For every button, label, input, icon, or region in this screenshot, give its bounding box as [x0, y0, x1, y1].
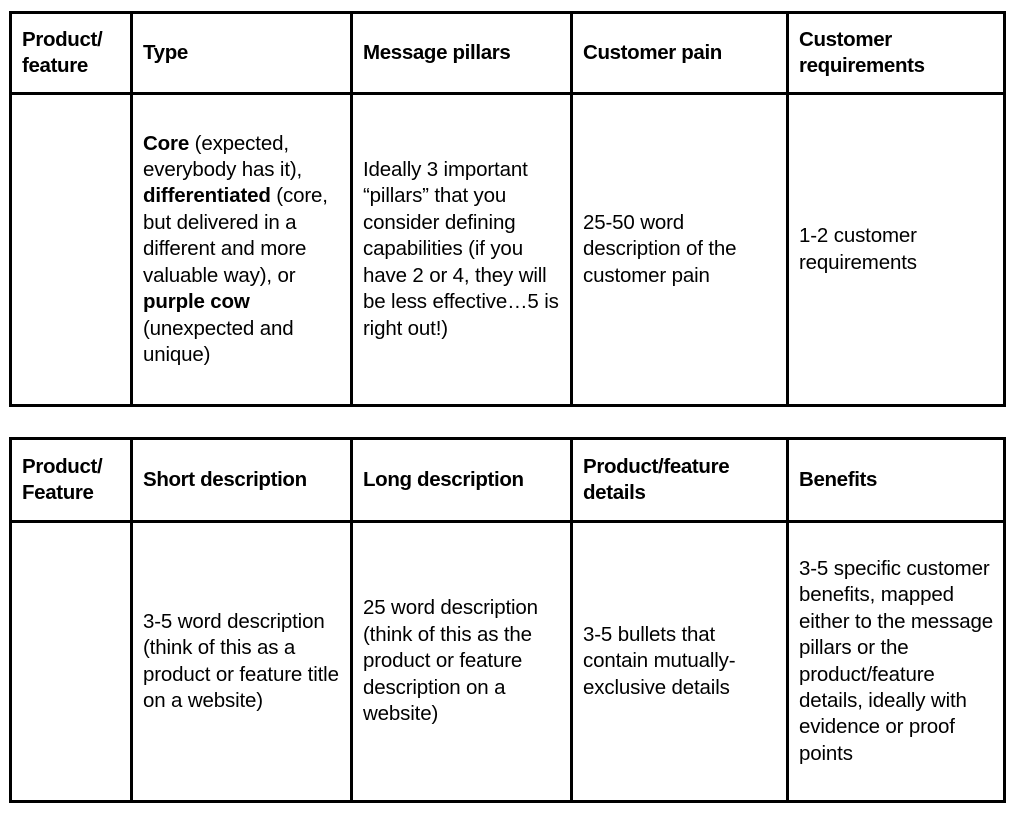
header-label: Short description: [143, 467, 307, 491]
header-line-2: feature: [22, 54, 88, 77]
cell-value: 25 word description (think of this as th…: [363, 596, 538, 726]
column-header-message-pillars: Message pillars: [350, 11, 573, 95]
cell-short-description[interactable]: 3-5 word description (think of this as a…: [130, 520, 353, 803]
type-text-3: (unexpected and unique): [143, 316, 294, 367]
header-label: Message pillars: [363, 40, 511, 64]
cell-value: 3-5 bullets that contain mutually-exclus…: [583, 622, 736, 699]
cell-value: 3-5 specific customer benefits, mapped e…: [799, 556, 993, 765]
table-row: 3-5 word description (think of this as a…: [9, 520, 1006, 803]
column-header-product-feature-details: Product/feature details: [570, 437, 789, 523]
column-header-product-feature: Product/ feature: [9, 11, 133, 95]
cell-value: 1-2 customer requirements: [799, 224, 917, 274]
cell-product-feature[interactable]: [9, 92, 133, 407]
cell-value: 25-50 word description of the customer p…: [583, 210, 737, 287]
header-line-1: Customer: [799, 27, 892, 51]
column-header-customer-pain: Customer pain: [570, 11, 789, 95]
header-line-1: Product/: [22, 27, 103, 51]
column-header-long-description: Long description: [350, 437, 573, 523]
content-framework-table: Product/ Feature Short description Long …: [9, 437, 1006, 803]
cell-customer-pain[interactable]: 25-50 word description of the customer p…: [570, 92, 789, 407]
column-header-type: Type: [130, 11, 353, 95]
column-header-benefits: Benefits: [786, 437, 1006, 523]
header-line-2: requirements: [799, 54, 925, 77]
cell-type[interactable]: Core (expected, everybody has it), diffe…: [130, 92, 353, 407]
cell-customer-requirements[interactable]: 1-2 customer requirements: [786, 92, 1006, 407]
term-core: Core: [143, 131, 190, 155]
cell-value: 3-5 word description (think of this as a…: [143, 609, 339, 712]
cell-message-pillars[interactable]: Ideally 3 important “pillars” that you c…: [350, 92, 573, 407]
cell-value: Ideally 3 important “pillars” that you c…: [363, 157, 559, 340]
cell-benefits[interactable]: 3-5 specific customer benefits, mapped e…: [786, 520, 1006, 803]
column-header-product-feature: Product/ Feature: [9, 437, 133, 523]
header-line-2: details: [583, 481, 646, 504]
message-framework-table: Product/ feature Type Message pillars Cu…: [9, 11, 1006, 407]
header-label: Type: [143, 40, 188, 64]
type-text-2: (core, but delivered in a different and …: [143, 184, 328, 287]
term-purple-cow: purple cow: [143, 290, 250, 314]
header-line-1: Product/feature: [583, 454, 730, 478]
term-differentiated: differentiated: [143, 184, 271, 208]
header-line-1: Product/: [22, 454, 103, 478]
table-row: Core (expected, everybody has it), diffe…: [9, 92, 1006, 407]
cell-product-feature-details[interactable]: 3-5 bullets that contain mutually-exclus…: [570, 520, 789, 803]
header-label: Benefits: [799, 467, 878, 491]
cell-long-description[interactable]: 25 word description (think of this as th…: [350, 520, 573, 803]
header-label: Customer pain: [583, 40, 722, 64]
column-header-customer-requirements: Customer requirements: [786, 11, 1006, 95]
cell-value: Core (expected, everybody has it), diffe…: [143, 131, 340, 369]
header-label: Long description: [363, 467, 524, 491]
table-header-row: Product/ Feature Short description Long …: [9, 437, 1006, 523]
column-header-short-description: Short description: [130, 437, 353, 523]
header-line-2: Feature: [22, 481, 94, 504]
type-text-1: (expected, everybody has it),: [143, 131, 303, 181]
cell-product-feature[interactable]: [9, 520, 133, 803]
table-header-row: Product/ feature Type Message pillars Cu…: [9, 11, 1006, 95]
